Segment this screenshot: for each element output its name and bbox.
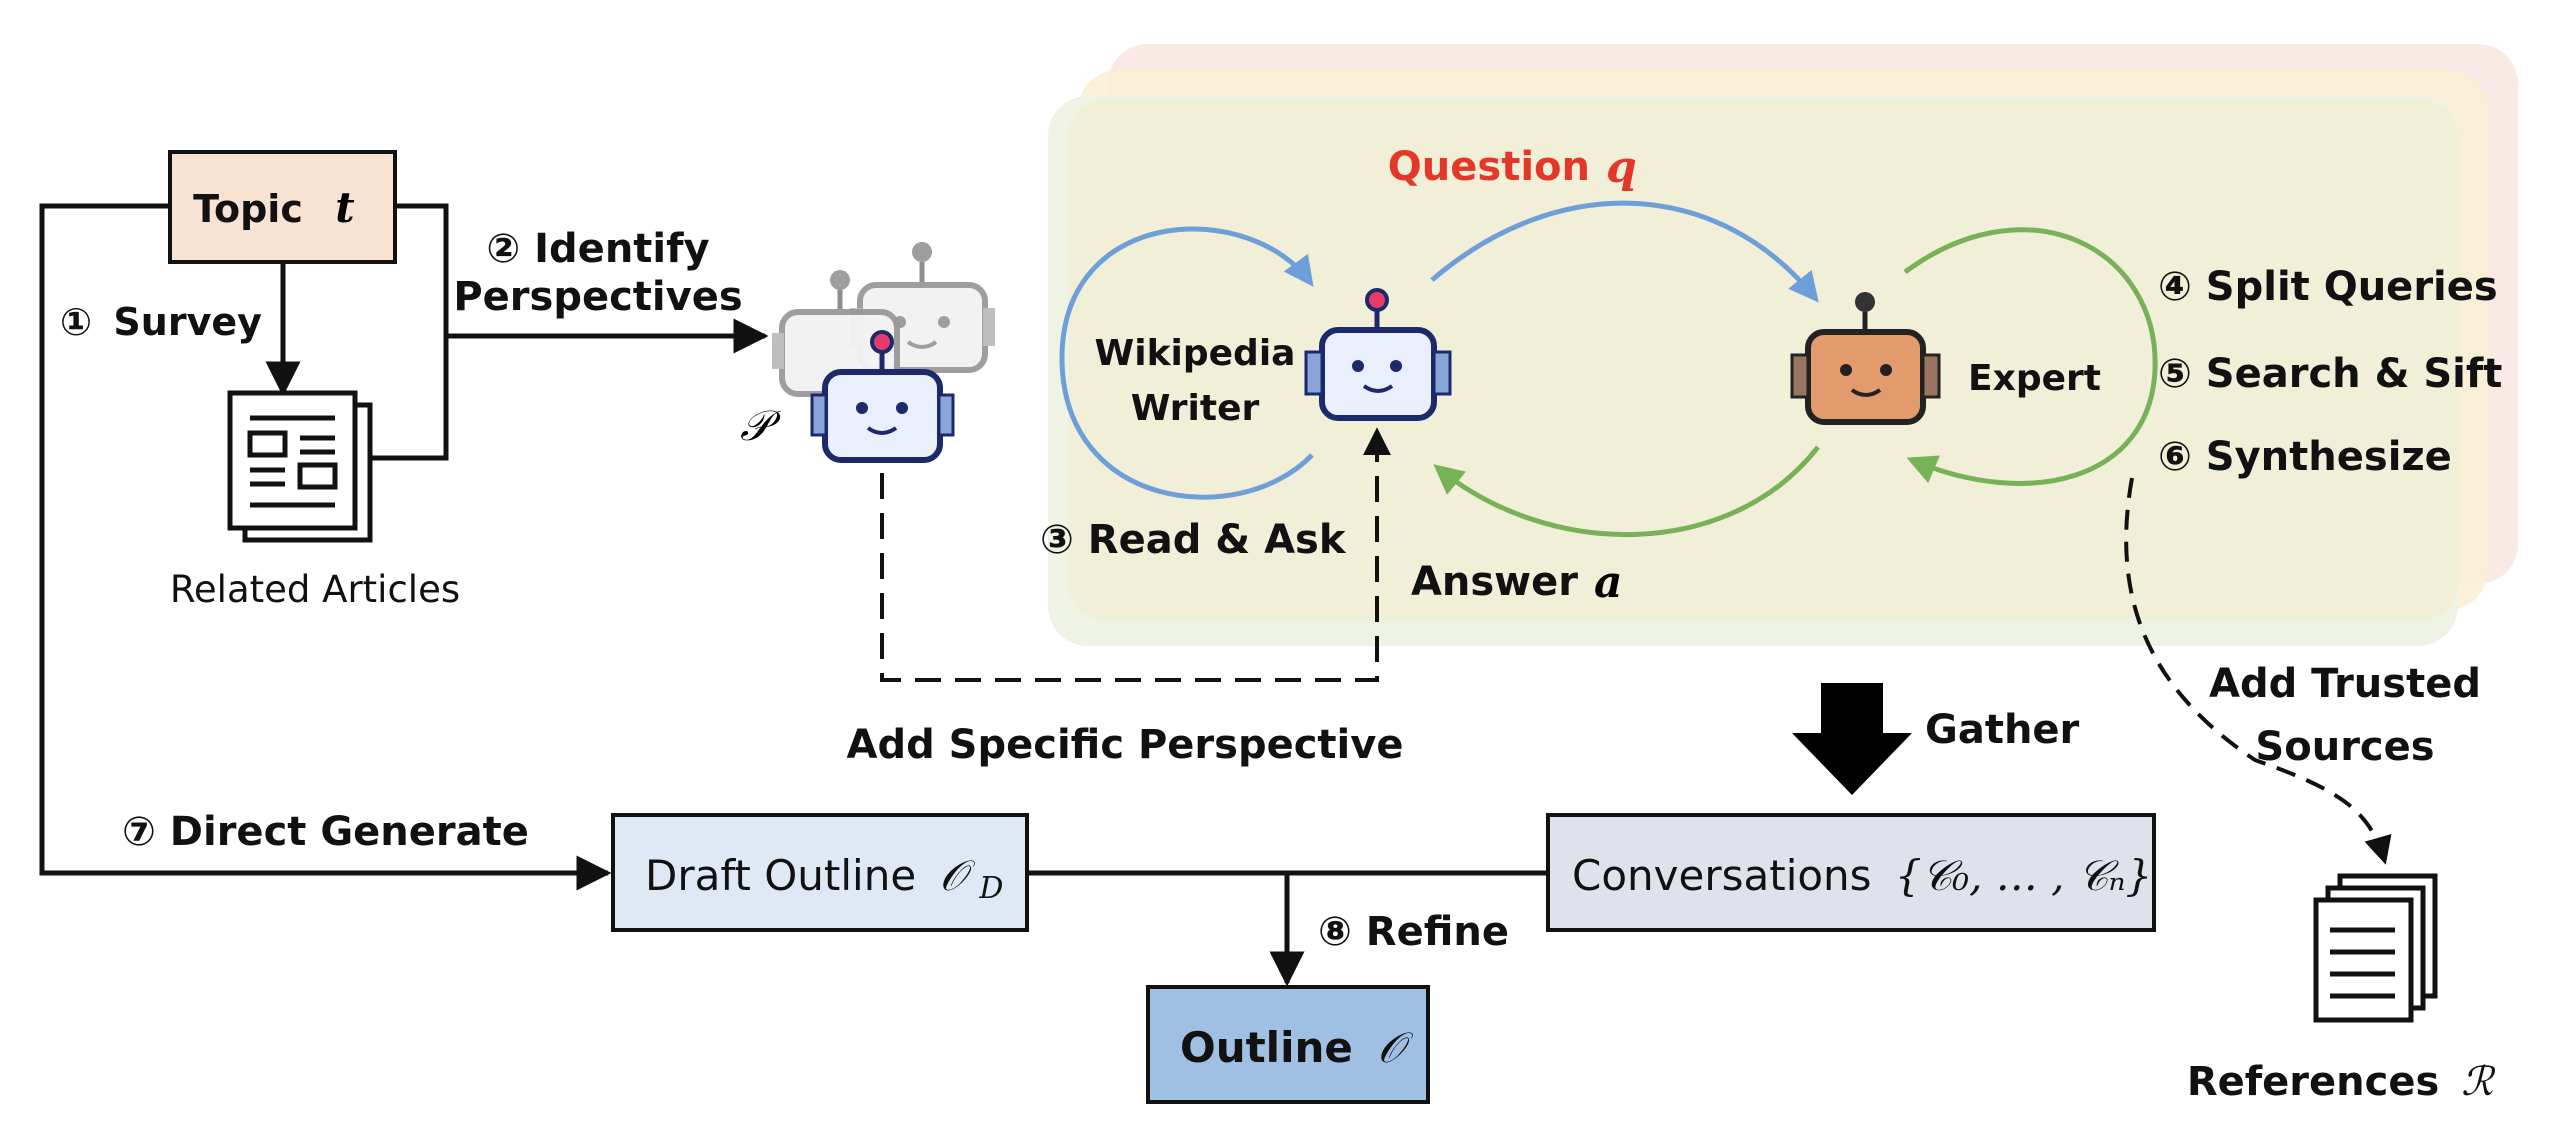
identify-label-2: Perspectives	[453, 274, 742, 320]
survey-text: Survey	[113, 300, 262, 344]
add-perspective-label: Add Specific Perspective	[847, 722, 1404, 768]
draft-outline-box: Draft Outline 𝒪 D	[611, 813, 1029, 932]
search-sift-label: ⑤ Search & Sift	[2158, 351, 2502, 397]
expert-robot-icon	[1790, 292, 1941, 425]
related-articles-label: Related Articles	[170, 568, 460, 611]
outline-label: Outline 𝒪	[1180, 1023, 1414, 1072]
answer-arrow	[1433, 445, 1820, 537]
refine-label: ⑧ Refine	[1318, 909, 1509, 955]
add-trusted-label-2: Sources	[2255, 724, 2434, 770]
writer-loop-arrow	[1059, 226, 1314, 500]
question-arrow	[1430, 200, 1819, 303]
question-var: q	[1606, 142, 1637, 193]
topic-box: Topic t	[168, 150, 397, 264]
conversations-box: Conversations {𝒞₀, … , 𝒞ₙ}	[1546, 813, 2156, 932]
conversations-math: {𝒞₀, … , 𝒞ₙ}	[1895, 851, 2152, 900]
answer-var: a	[1594, 557, 1623, 608]
question-label: Question	[1388, 144, 1590, 190]
perspective-robots-icon	[772, 242, 995, 463]
expert-label: Expert	[1968, 358, 2101, 399]
outline-box: Outline 𝒪	[1146, 985, 1430, 1104]
references-icon	[2313, 873, 2438, 1023]
topic-label: Topic	[193, 187, 303, 231]
gather-arrow	[1792, 683, 1912, 795]
draft-outline-symbol: 𝒪	[940, 851, 976, 900]
add-trusted-label-1: Add Trusted	[2209, 661, 2481, 707]
perspectives-symbol: 𝒫	[740, 401, 781, 450]
read-ask-label: ③ Read & Ask	[1040, 517, 1347, 563]
direct-generate-label: ⑦ Direct Generate	[122, 809, 529, 855]
expert-loop-arrow	[1903, 227, 2158, 486]
topic-connectors	[39, 203, 769, 891]
writer-robot-icon	[1304, 288, 1452, 421]
topic-var: t	[335, 183, 354, 232]
conversations-label: Conversations {𝒞₀, … , 𝒞ₙ}	[1572, 851, 2152, 900]
references-label: References ℛ	[2187, 1059, 2496, 1105]
wiki-writer-label-1: Wikipedia	[1095, 333, 1296, 374]
conversation-panel	[1048, 44, 2518, 646]
wiki-writer-label-2: Writer	[1131, 388, 1260, 429]
outline-text: Outline	[1180, 1023, 1353, 1072]
conversations-text: Conversations	[1572, 851, 1872, 900]
add-perspective-arrow	[880, 427, 1391, 682]
answer-label: Answer	[1411, 559, 1578, 605]
references-text: References	[2187, 1059, 2439, 1105]
refine-connector	[1027, 870, 1548, 987]
document-icon	[227, 390, 373, 543]
identify-label-1: ② Identify	[486, 226, 709, 272]
draft-outline-sub: D	[978, 871, 1003, 906]
references-symbol: ℛ	[2461, 1059, 2496, 1105]
synthesize-label: ⑥ Synthesize	[2158, 434, 2452, 480]
draft-outline-label: Draft Outline 𝒪 D	[645, 851, 1003, 906]
draft-outline-text: Draft Outline	[645, 851, 916, 900]
survey-label: ① Survey	[60, 300, 262, 344]
survey-num: ①	[60, 300, 92, 344]
split-queries-label: ④ Split Queries	[2158, 264, 2498, 310]
gather-label: Gather	[1925, 707, 2080, 753]
trusted-sources-arrow	[2124, 477, 2392, 865]
